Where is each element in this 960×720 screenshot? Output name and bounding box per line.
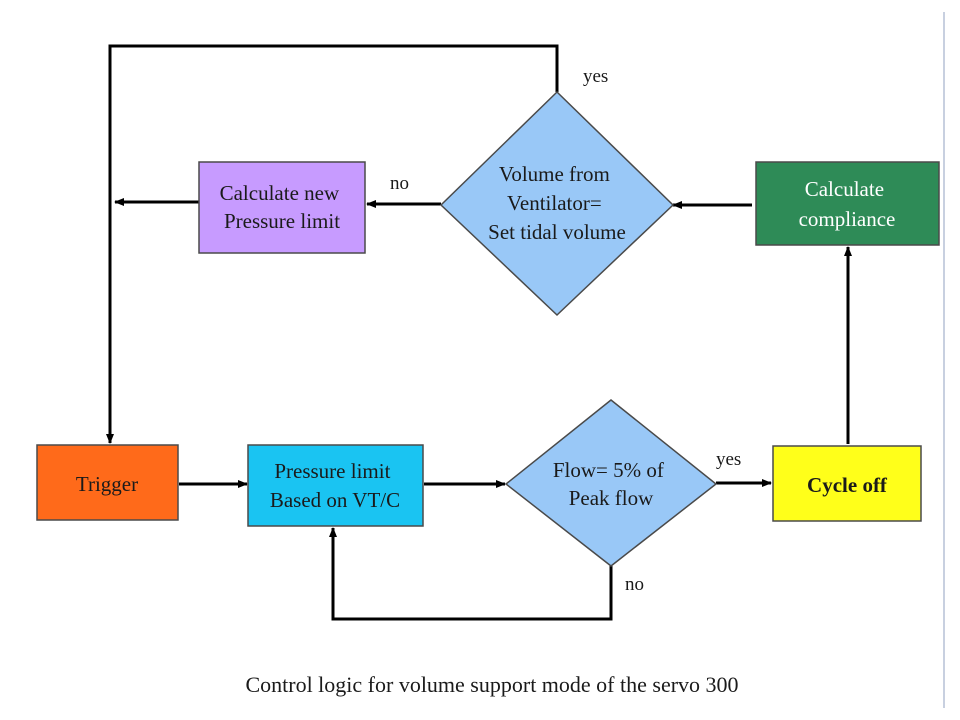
decision-flow-check-shape bbox=[504, 399, 718, 567]
node-calculate-new-pressure-limit: Calculate new Pressure limit bbox=[198, 161, 366, 254]
node-trigger-shape bbox=[36, 444, 179, 521]
decision-flow-check-line-1: Flow= 5% of bbox=[553, 458, 664, 482]
node-calculate-compliance: Calculate compliance bbox=[755, 161, 940, 246]
node-pressure-limit-line-1: Pressure limit bbox=[274, 459, 390, 483]
decision-flow-check-line-2: Peak flow bbox=[569, 486, 654, 510]
svg-text:Pressure limit Based on: Pressure limit Based on VT/C bbox=[270, 459, 400, 512]
svg-text:Calculate compliance: Calculate compliance bbox=[799, 177, 896, 231]
node-cycle-off: Cycle off bbox=[772, 445, 922, 522]
svg-text:Calculate new Pressure l: Calculate new Pressure limit bbox=[220, 181, 345, 233]
node-pressure-limit-shape bbox=[247, 444, 424, 527]
node-pressure-limit-line-2: Based on VT/C bbox=[270, 488, 400, 512]
edge-label-volume-yes: yes bbox=[583, 66, 608, 87]
diagram-caption: Control logic for volume support mode of… bbox=[245, 672, 738, 697]
node-calculate-compliance-line-2: compliance bbox=[799, 207, 896, 231]
edge-label-flow-no: no bbox=[625, 574, 644, 595]
decision-flow-check: Flow= 5% of Peak flow bbox=[504, 399, 718, 567]
edge-volume-yes-to-trigger bbox=[106, 44, 559, 444]
svg-text:Flow= 5% of Peak flow: Flow= 5% of Peak flow bbox=[553, 458, 669, 510]
decision-volume-check-line-1: Volume from bbox=[499, 162, 610, 186]
edge-flow-no-to-pressure-limit bbox=[329, 527, 613, 621]
decision-volume-check: Volume from Ventilator= Set tidal volume bbox=[439, 90, 675, 317]
node-calculate-new-pressure-limit-shape bbox=[198, 161, 366, 254]
node-calculate-new-pressure-limit-line-2: Pressure limit bbox=[224, 209, 340, 233]
node-trigger-label: Trigger bbox=[76, 472, 138, 496]
node-pressure-limit: Pressure limit Based on VT/C bbox=[247, 444, 424, 527]
node-calculate-new-pressure-limit-line-1: Calculate new bbox=[220, 181, 340, 205]
svg-text:Trigger: Trigger bbox=[76, 472, 138, 496]
decision-volume-check-line-3: Set tidal volume bbox=[488, 220, 626, 244]
decision-volume-check-line-2: Ventilator= bbox=[507, 191, 602, 215]
svg-text:Volume from Ventilator=: Volume from Ventilator= Set tidal volume bbox=[488, 162, 626, 244]
decision-volume-check-shape bbox=[439, 90, 675, 317]
node-trigger: Trigger bbox=[36, 444, 179, 521]
edge-label-volume-no: no bbox=[390, 173, 409, 194]
svg-text:Cycle off: Cycle off bbox=[807, 473, 888, 497]
node-cycle-off-label: Cycle off bbox=[807, 473, 888, 497]
edge-label-flow-yes: yes bbox=[716, 449, 741, 470]
node-cycle-off-shape bbox=[772, 445, 922, 522]
node-calculate-compliance-shape bbox=[755, 161, 940, 246]
node-calculate-compliance-line-1: Calculate bbox=[805, 177, 884, 201]
